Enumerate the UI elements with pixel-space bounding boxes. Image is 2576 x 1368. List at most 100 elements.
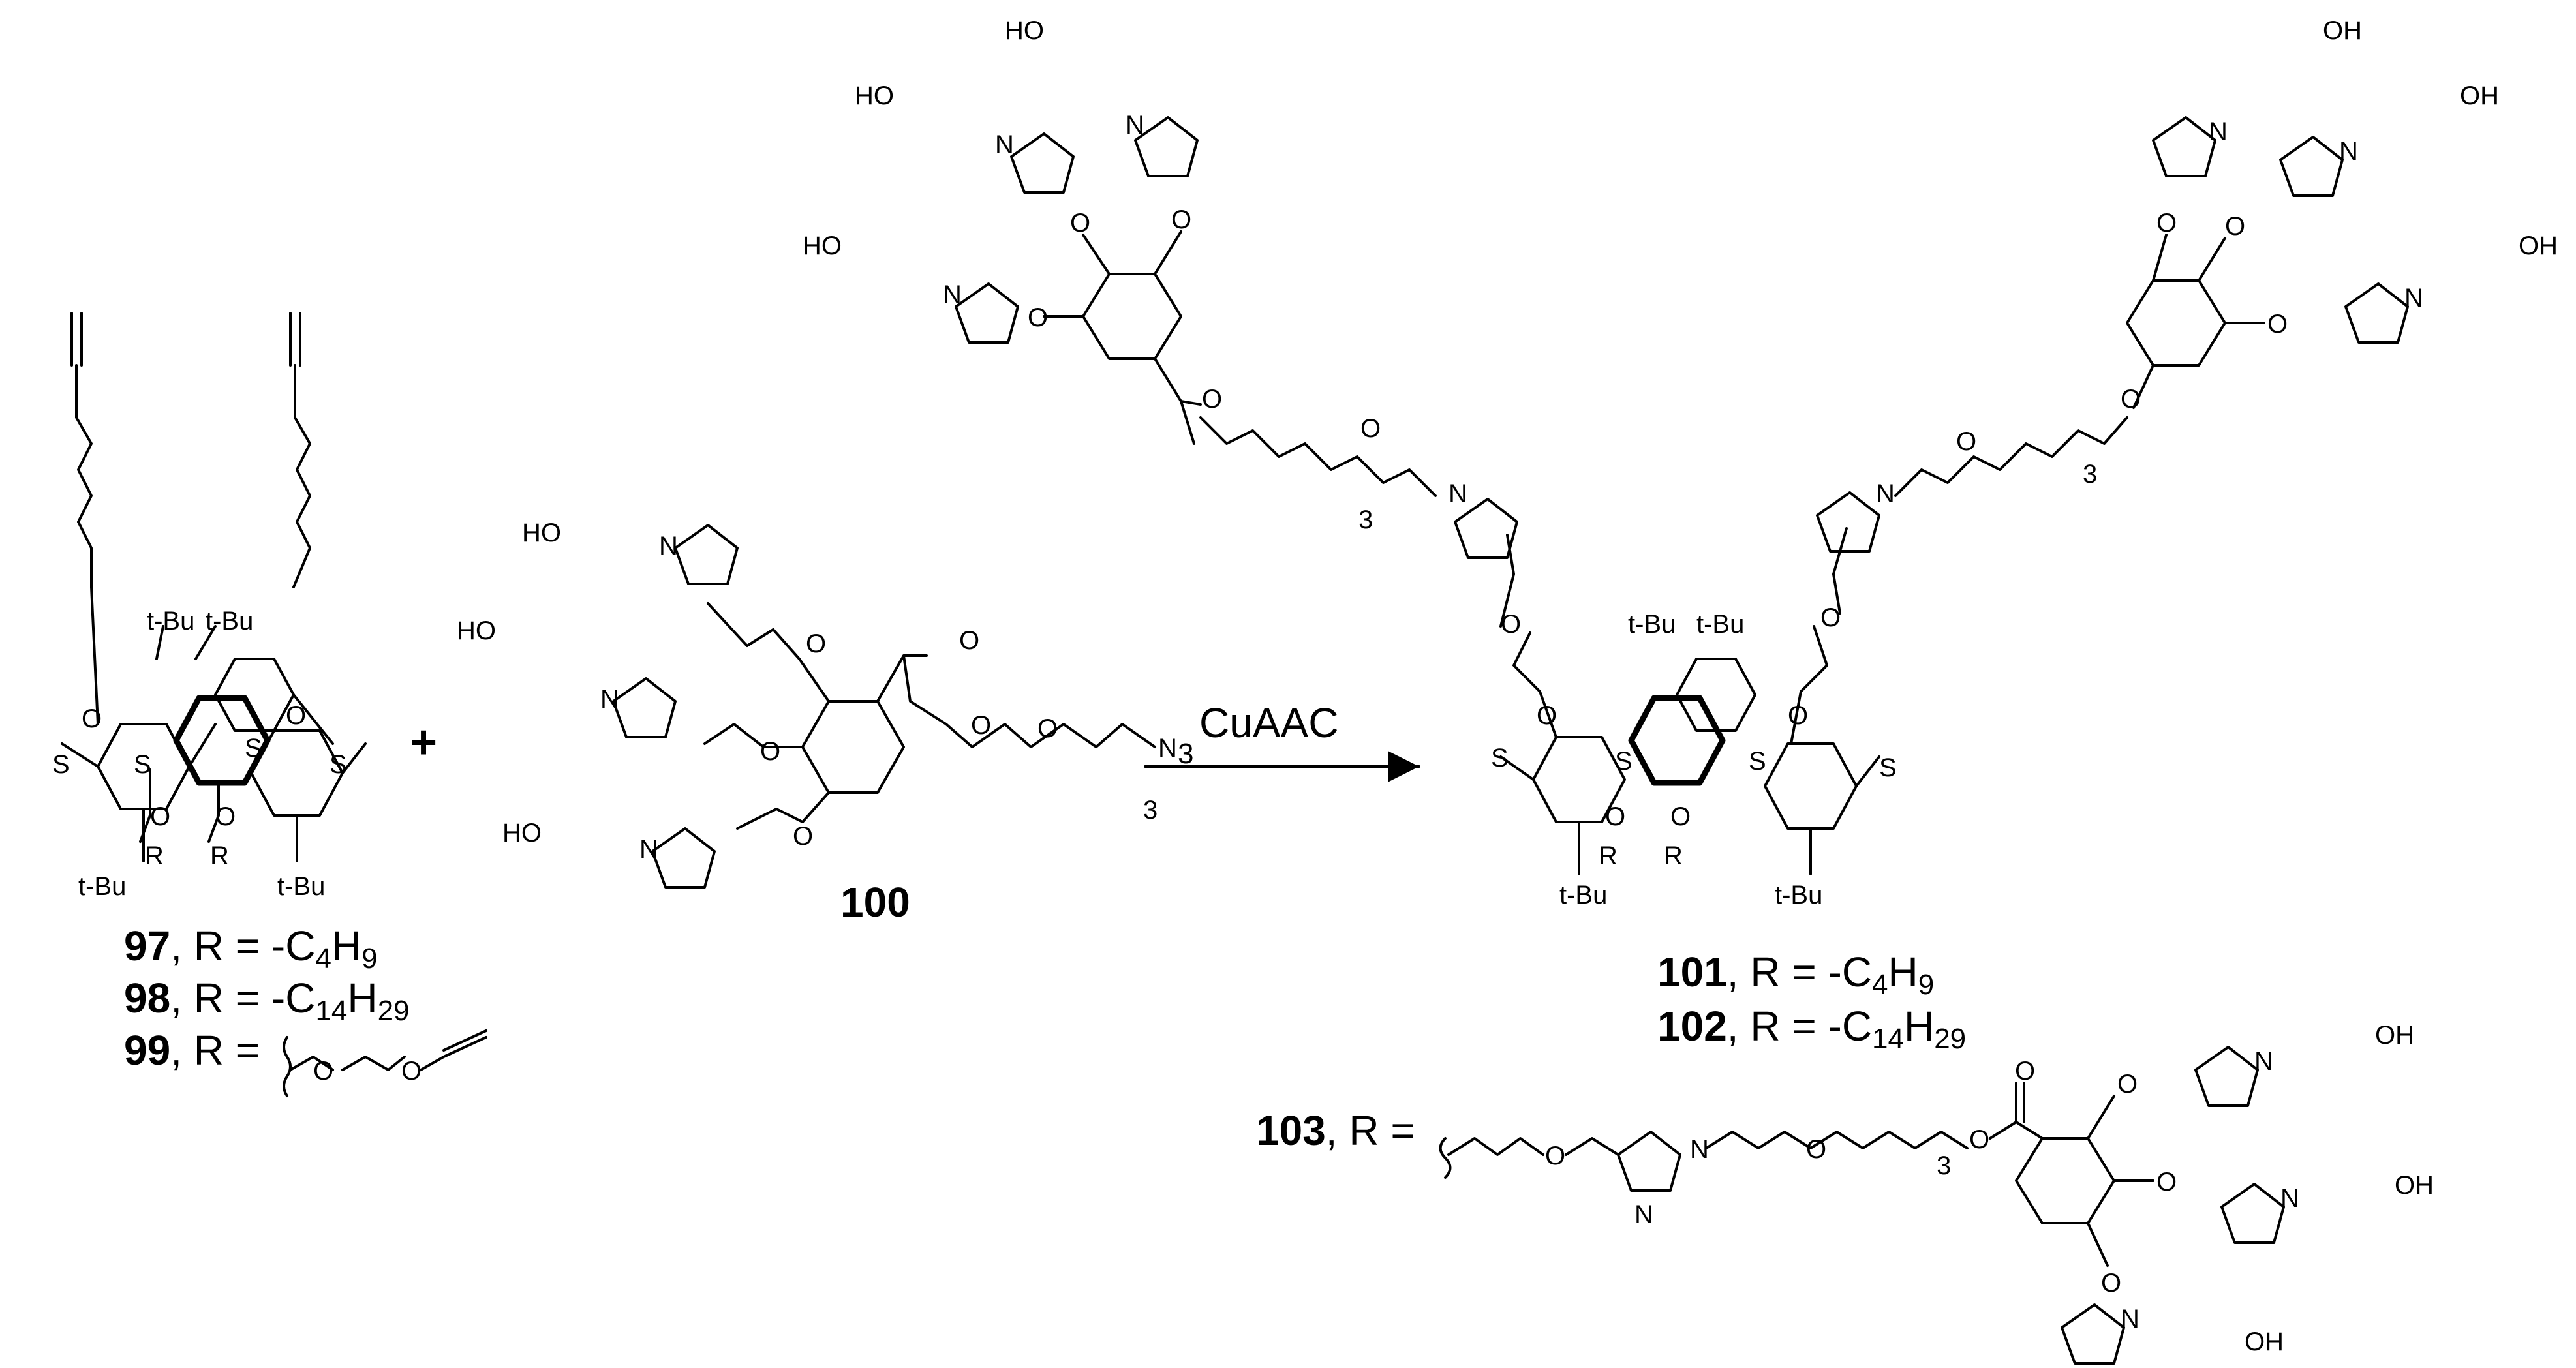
svg-text:O: O [1969, 1125, 1989, 1154]
oxygen-label: O [150, 802, 170, 831]
svg-text:O: O [1202, 385, 1222, 414]
tbu-label: t-Bu [78, 872, 126, 901]
compound-label-101: 101, R = -C4H9 [1657, 949, 1934, 1001]
svg-text:t-Bu: t-Bu [1696, 610, 1744, 639]
svg-text:N: N [1634, 1200, 1653, 1229]
svg-text:O: O [1605, 802, 1625, 831]
svg-text:O: O [806, 630, 826, 658]
svg-text:O: O [1545, 1142, 1565, 1170]
svg-text:N: N [2339, 137, 2358, 166]
svg-text:S: S [1491, 744, 1509, 772]
svg-text:3: 3 [1178, 738, 1193, 770]
sulfur-label: S [245, 734, 262, 763]
svg-text:OH: OH [2323, 16, 2362, 45]
svg-text:N: N [995, 130, 1014, 159]
svg-text:N: N [2254, 1047, 2273, 1076]
svg-text:N: N [1158, 734, 1177, 763]
svg-text:S: S [1749, 747, 1766, 776]
svg-text:3: 3 [2083, 460, 2097, 489]
svg-text:O: O [1806, 1135, 1826, 1164]
compound-label-98: 98, R = -C14H29 [124, 975, 410, 1027]
product-thiacalixarene-101-102-103: S S S S t-Bu t-Bu t-Bu t-Bu O O R R O O … [803, 16, 2558, 909]
svg-text:O: O [959, 626, 979, 655]
svg-text:3: 3 [1358, 506, 1373, 534]
svg-text:OH: OH [2395, 1171, 2434, 1200]
svg-text:HO: HO [855, 82, 894, 110]
svg-text:R: R [1599, 842, 1618, 870]
compound-label-103: 103, R = [1256, 1107, 1415, 1154]
svg-text:HO: HO [1005, 16, 1044, 45]
svg-text:HO: HO [522, 519, 561, 547]
svg-text:O: O [1820, 603, 1841, 632]
svg-text:O: O [2225, 212, 2245, 241]
svg-text:O: O [971, 711, 991, 740]
compound-label-97: 97, R = -C4H9 [124, 922, 378, 975]
svg-text:N: N [2280, 1184, 2299, 1213]
svg-text:S: S [1615, 747, 1633, 776]
svg-text:O: O [1501, 610, 1521, 639]
svg-text:O: O [793, 822, 813, 851]
r-group-label: R [145, 842, 164, 870]
r-group-99-structure: O O [283, 1029, 487, 1097]
oxygen-label: O [82, 705, 102, 733]
svg-text:O: O [2267, 310, 2288, 339]
svg-text:O: O [760, 737, 780, 766]
svg-text:O: O [1788, 701, 1808, 730]
svg-text:O: O [1956, 427, 1976, 456]
plus-sign: + [410, 716, 437, 768]
svg-text:t-Bu: t-Bu [1628, 610, 1676, 639]
svg-text:N: N [2404, 284, 2423, 312]
oxygen-label: O [215, 802, 236, 831]
svg-text:N: N [659, 532, 678, 560]
svg-text:O: O [1670, 802, 1691, 831]
compound-label-102: 102, R = -C14H29 [1657, 1003, 1966, 1055]
svg-text:N: N [1126, 111, 1144, 140]
svg-text:O: O [1171, 205, 1191, 234]
tbu-label: t-Bu [147, 607, 194, 635]
svg-text:HO: HO [502, 819, 542, 847]
svg-text:HO: HO [457, 616, 496, 645]
thiacalixarene-97-98-99: S S S S O O O O R R t-Bu t-Bu t-Bu t-Bu [52, 312, 367, 901]
svg-text:N: N [1876, 479, 1895, 508]
svg-text:N: N [943, 281, 962, 309]
reaction-condition: CuAAC [1199, 699, 1338, 746]
svg-text:OH: OH [2460, 82, 2499, 110]
sulfur-label: S [52, 750, 70, 779]
svg-text:O: O [1537, 701, 1557, 730]
azide-dendron-100: O O O N 3 3 O O O N N N HO HO HO [457, 519, 1193, 889]
svg-text:O: O [401, 1057, 422, 1086]
svg-text:O: O [313, 1057, 333, 1086]
svg-text:O: O [1037, 714, 1058, 743]
svg-text:3: 3 [1143, 796, 1158, 825]
svg-text:O: O [2156, 209, 2177, 237]
svg-text:S: S [1879, 753, 1897, 782]
r-group-label: R [210, 842, 229, 870]
svg-text:t-Bu: t-Bu [1775, 881, 1822, 909]
svg-text:OH: OH [2519, 232, 2558, 260]
svg-text:N: N [2121, 1305, 2139, 1333]
sulfur-label: S [134, 750, 151, 779]
svg-text:OH: OH [2245, 1328, 2284, 1356]
svg-text:3: 3 [1937, 1151, 1951, 1180]
r-group-103-structure: O N N O 3 O O O O O OH OH OH N N N [1439, 1021, 2434, 1365]
svg-text:N: N [1449, 479, 1467, 508]
compound-label-99: 99, R = [124, 1027, 260, 1074]
compound-label-100: 100 [840, 879, 910, 926]
svg-text:O: O [2117, 1070, 2138, 1099]
svg-text:HO: HO [803, 232, 842, 260]
svg-text:N: N [1690, 1135, 1709, 1164]
tbu-label: t-Bu [277, 872, 325, 901]
svg-text:OH: OH [2375, 1021, 2414, 1050]
sulfur-label: S [330, 750, 347, 779]
svg-text:R: R [1664, 842, 1683, 870]
svg-text:N: N [2209, 117, 2228, 146]
svg-text:O: O [2015, 1057, 2035, 1086]
svg-text:O: O [2101, 1269, 2121, 1298]
oxygen-label: O [286, 701, 306, 730]
svg-text:t-Bu: t-Bu [1559, 881, 1607, 909]
tbu-label: t-Bu [206, 607, 253, 635]
svg-text:O: O [1070, 209, 1090, 237]
svg-text:O: O [2156, 1168, 2177, 1196]
svg-text:O: O [1360, 414, 1381, 443]
